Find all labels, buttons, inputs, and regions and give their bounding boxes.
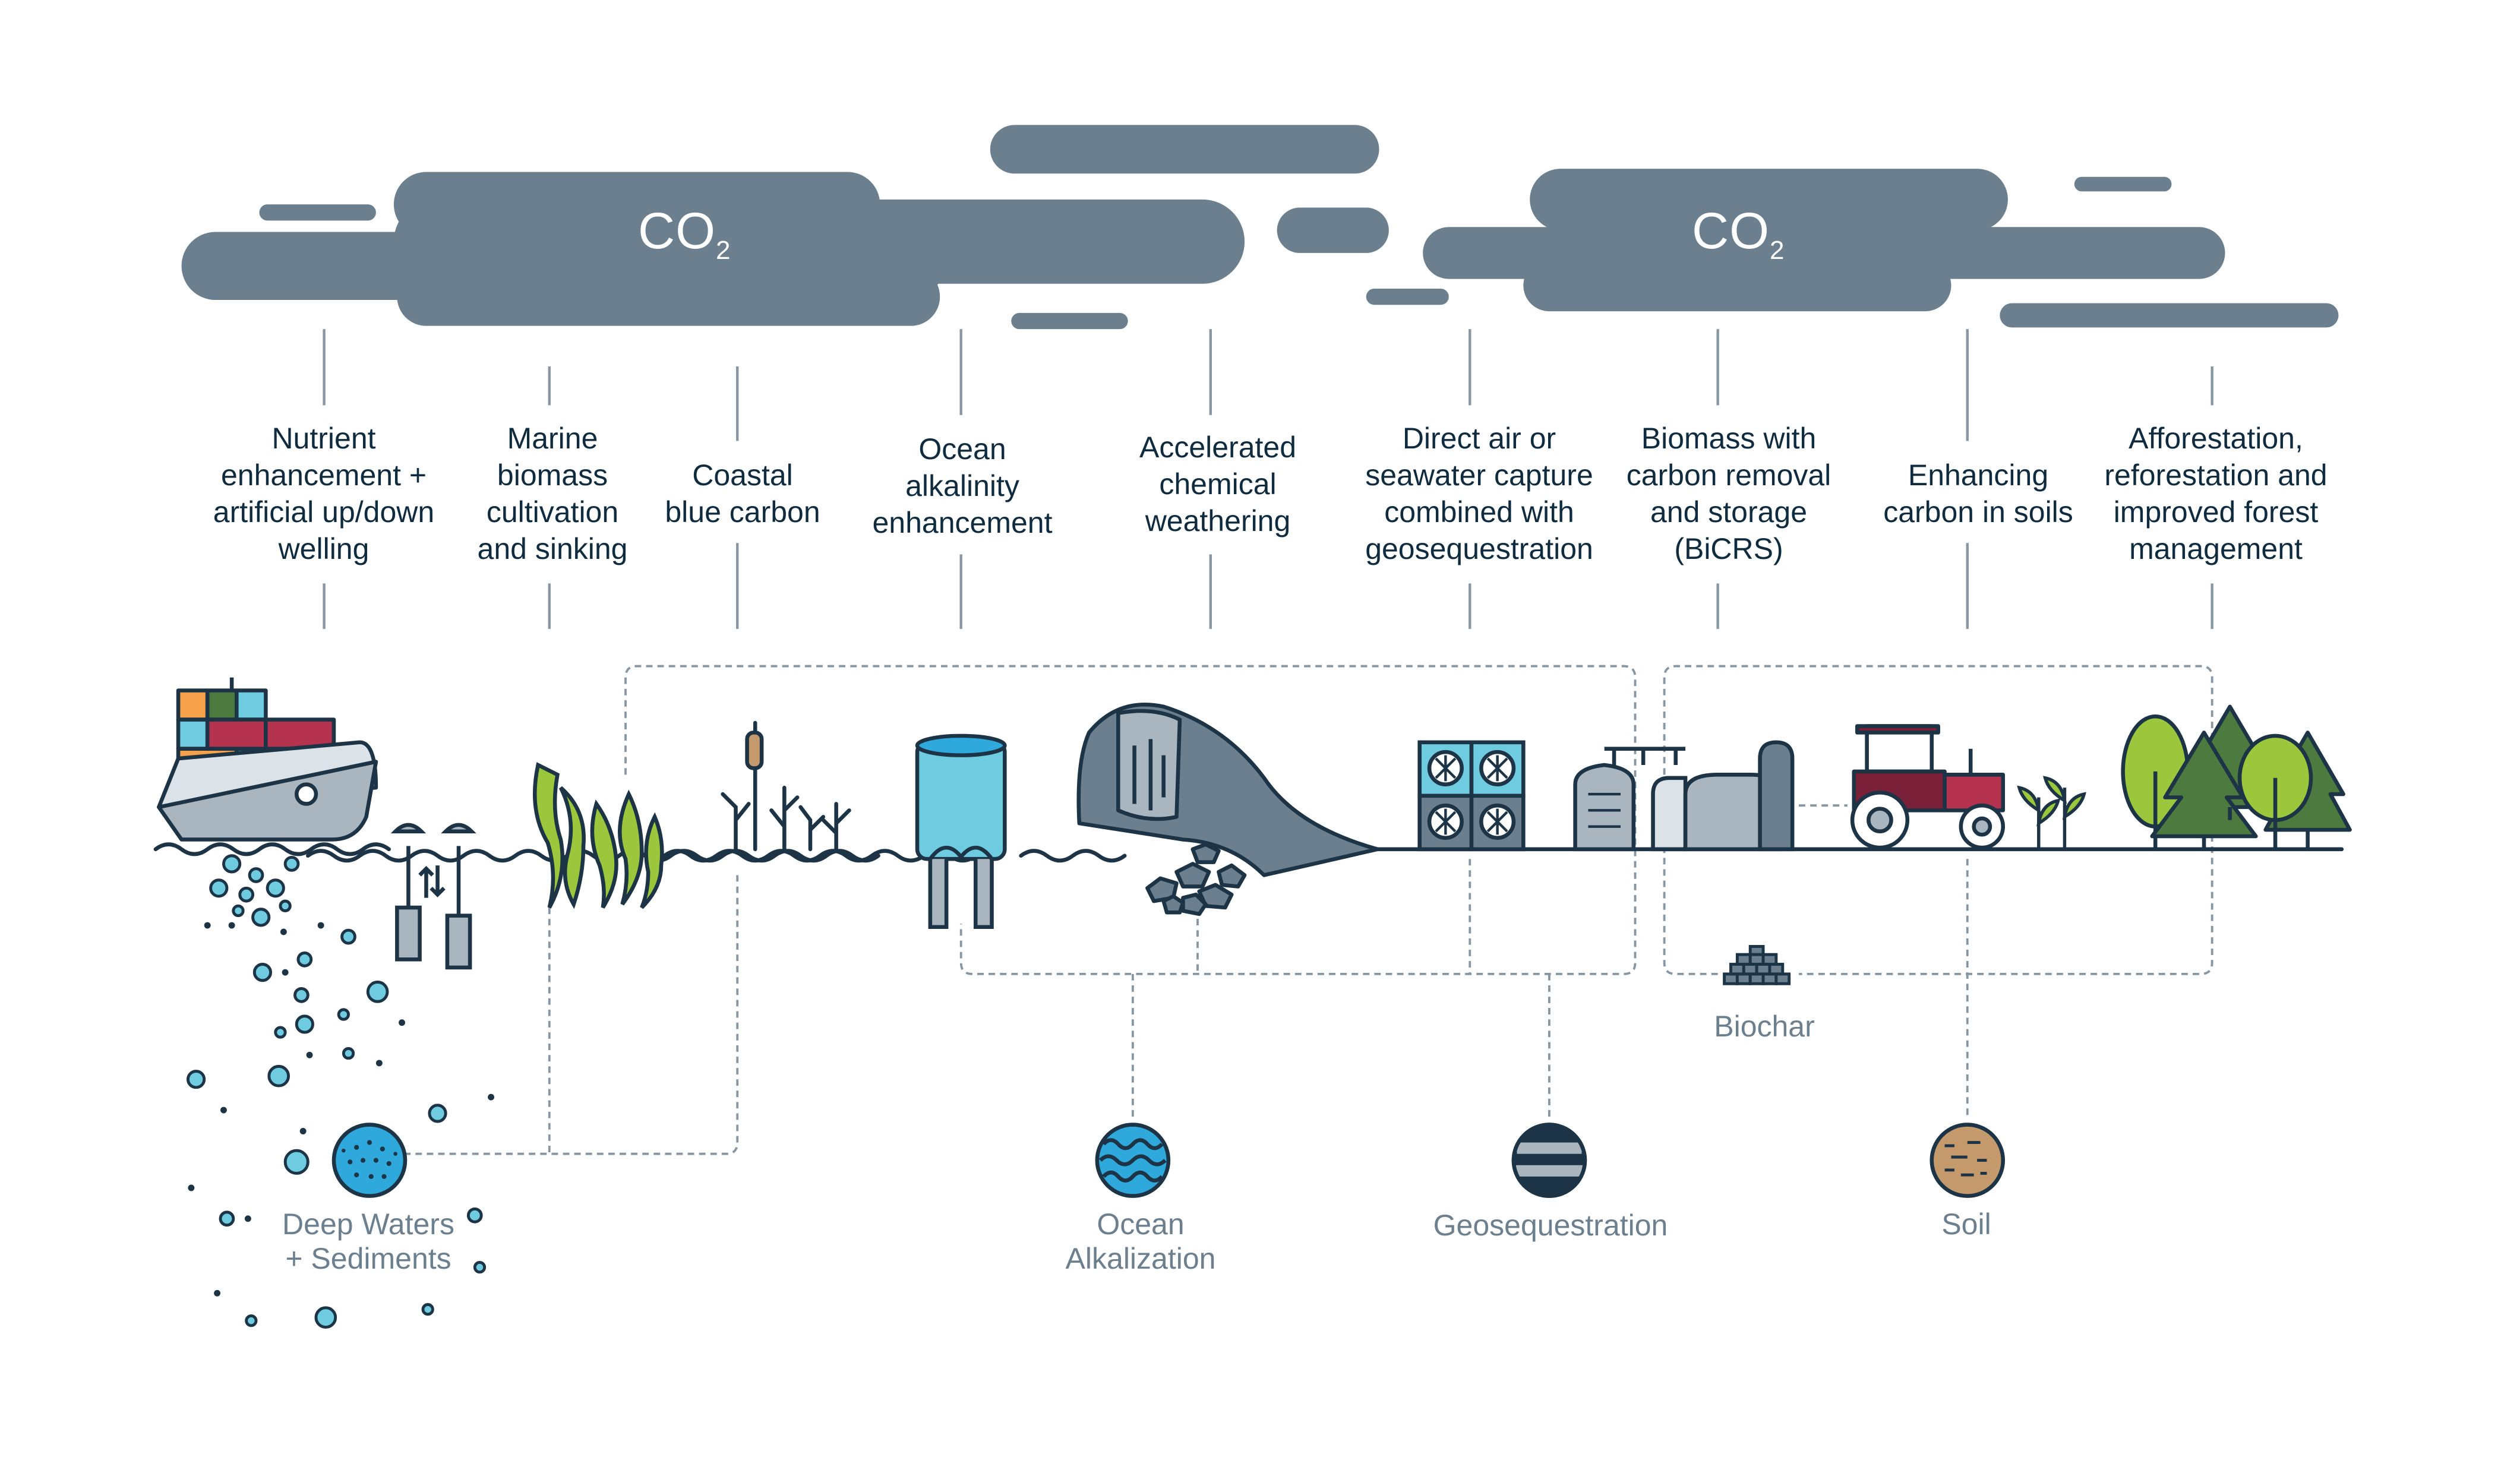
label-ocean-alkalization: Ocean Alkalization bbox=[1065, 1207, 1216, 1275]
label-coastal-blue-carbon: Coastal blue carbon bbox=[665, 459, 820, 529]
soil-icon bbox=[1930, 1123, 2006, 1198]
deep-waters-icon bbox=[331, 1123, 408, 1198]
seedlings bbox=[2017, 776, 2086, 849]
coastal-reeds bbox=[721, 720, 851, 852]
flow-dashed-lines bbox=[405, 665, 2213, 1155]
carbon-bubbles bbox=[186, 854, 495, 1329]
seaweed bbox=[532, 762, 664, 909]
alkalinity-tank bbox=[915, 734, 1007, 930]
label-geosequestration: Geosequestration bbox=[1433, 1209, 1668, 1242]
forest bbox=[2121, 704, 2352, 849]
label-biochar: Biochar bbox=[1714, 1010, 1815, 1043]
geosequestration-icon bbox=[1511, 1123, 1587, 1198]
direct-air-capture-unit bbox=[1417, 740, 1526, 852]
cloud-left bbox=[181, 172, 1245, 330]
label-forest-management: Afforestation, reforestation and improve… bbox=[2104, 422, 2328, 565]
biochar-icon bbox=[1723, 945, 1791, 985]
container-ship bbox=[157, 677, 378, 842]
weathering-cliff bbox=[1076, 703, 1380, 916]
label-enhancing-soil-carbon: Enhancing carbon in soils bbox=[1883, 459, 2073, 529]
co2-label-left: CO2 bbox=[638, 203, 731, 265]
welling-pumps bbox=[390, 823, 476, 970]
label-bicrs: Biomass with carbon removal and storage … bbox=[1626, 422, 1831, 565]
label-deep-waters: Deep Waters + Sediments bbox=[282, 1207, 454, 1275]
tractor bbox=[1850, 724, 2006, 850]
bicrs-facility bbox=[1573, 740, 1848, 852]
label-marine-biomass: Marine biomass cultivation and sinking bbox=[477, 422, 628, 565]
co2-label-right: CO2 bbox=[1692, 203, 1785, 265]
label-accelerated-weathering: Accelerated chemical weathering bbox=[1139, 431, 1297, 538]
label-direct-air-capture: Direct air or seawater capture combined … bbox=[1365, 422, 1593, 565]
leader-lines bbox=[323, 329, 2213, 629]
label-nutrient-enhancement: Nutrient enhancement + artificial up/dow… bbox=[213, 422, 435, 565]
cloud-right bbox=[1423, 169, 2339, 328]
cloud-top-middle bbox=[990, 125, 1449, 305]
ocean-alkalization-icon bbox=[1095, 1123, 1171, 1198]
label-ocean-alkalinity-enhancement: Ocean alkalinity enhancement bbox=[872, 432, 1053, 539]
label-soil: Soil bbox=[1941, 1207, 1991, 1241]
